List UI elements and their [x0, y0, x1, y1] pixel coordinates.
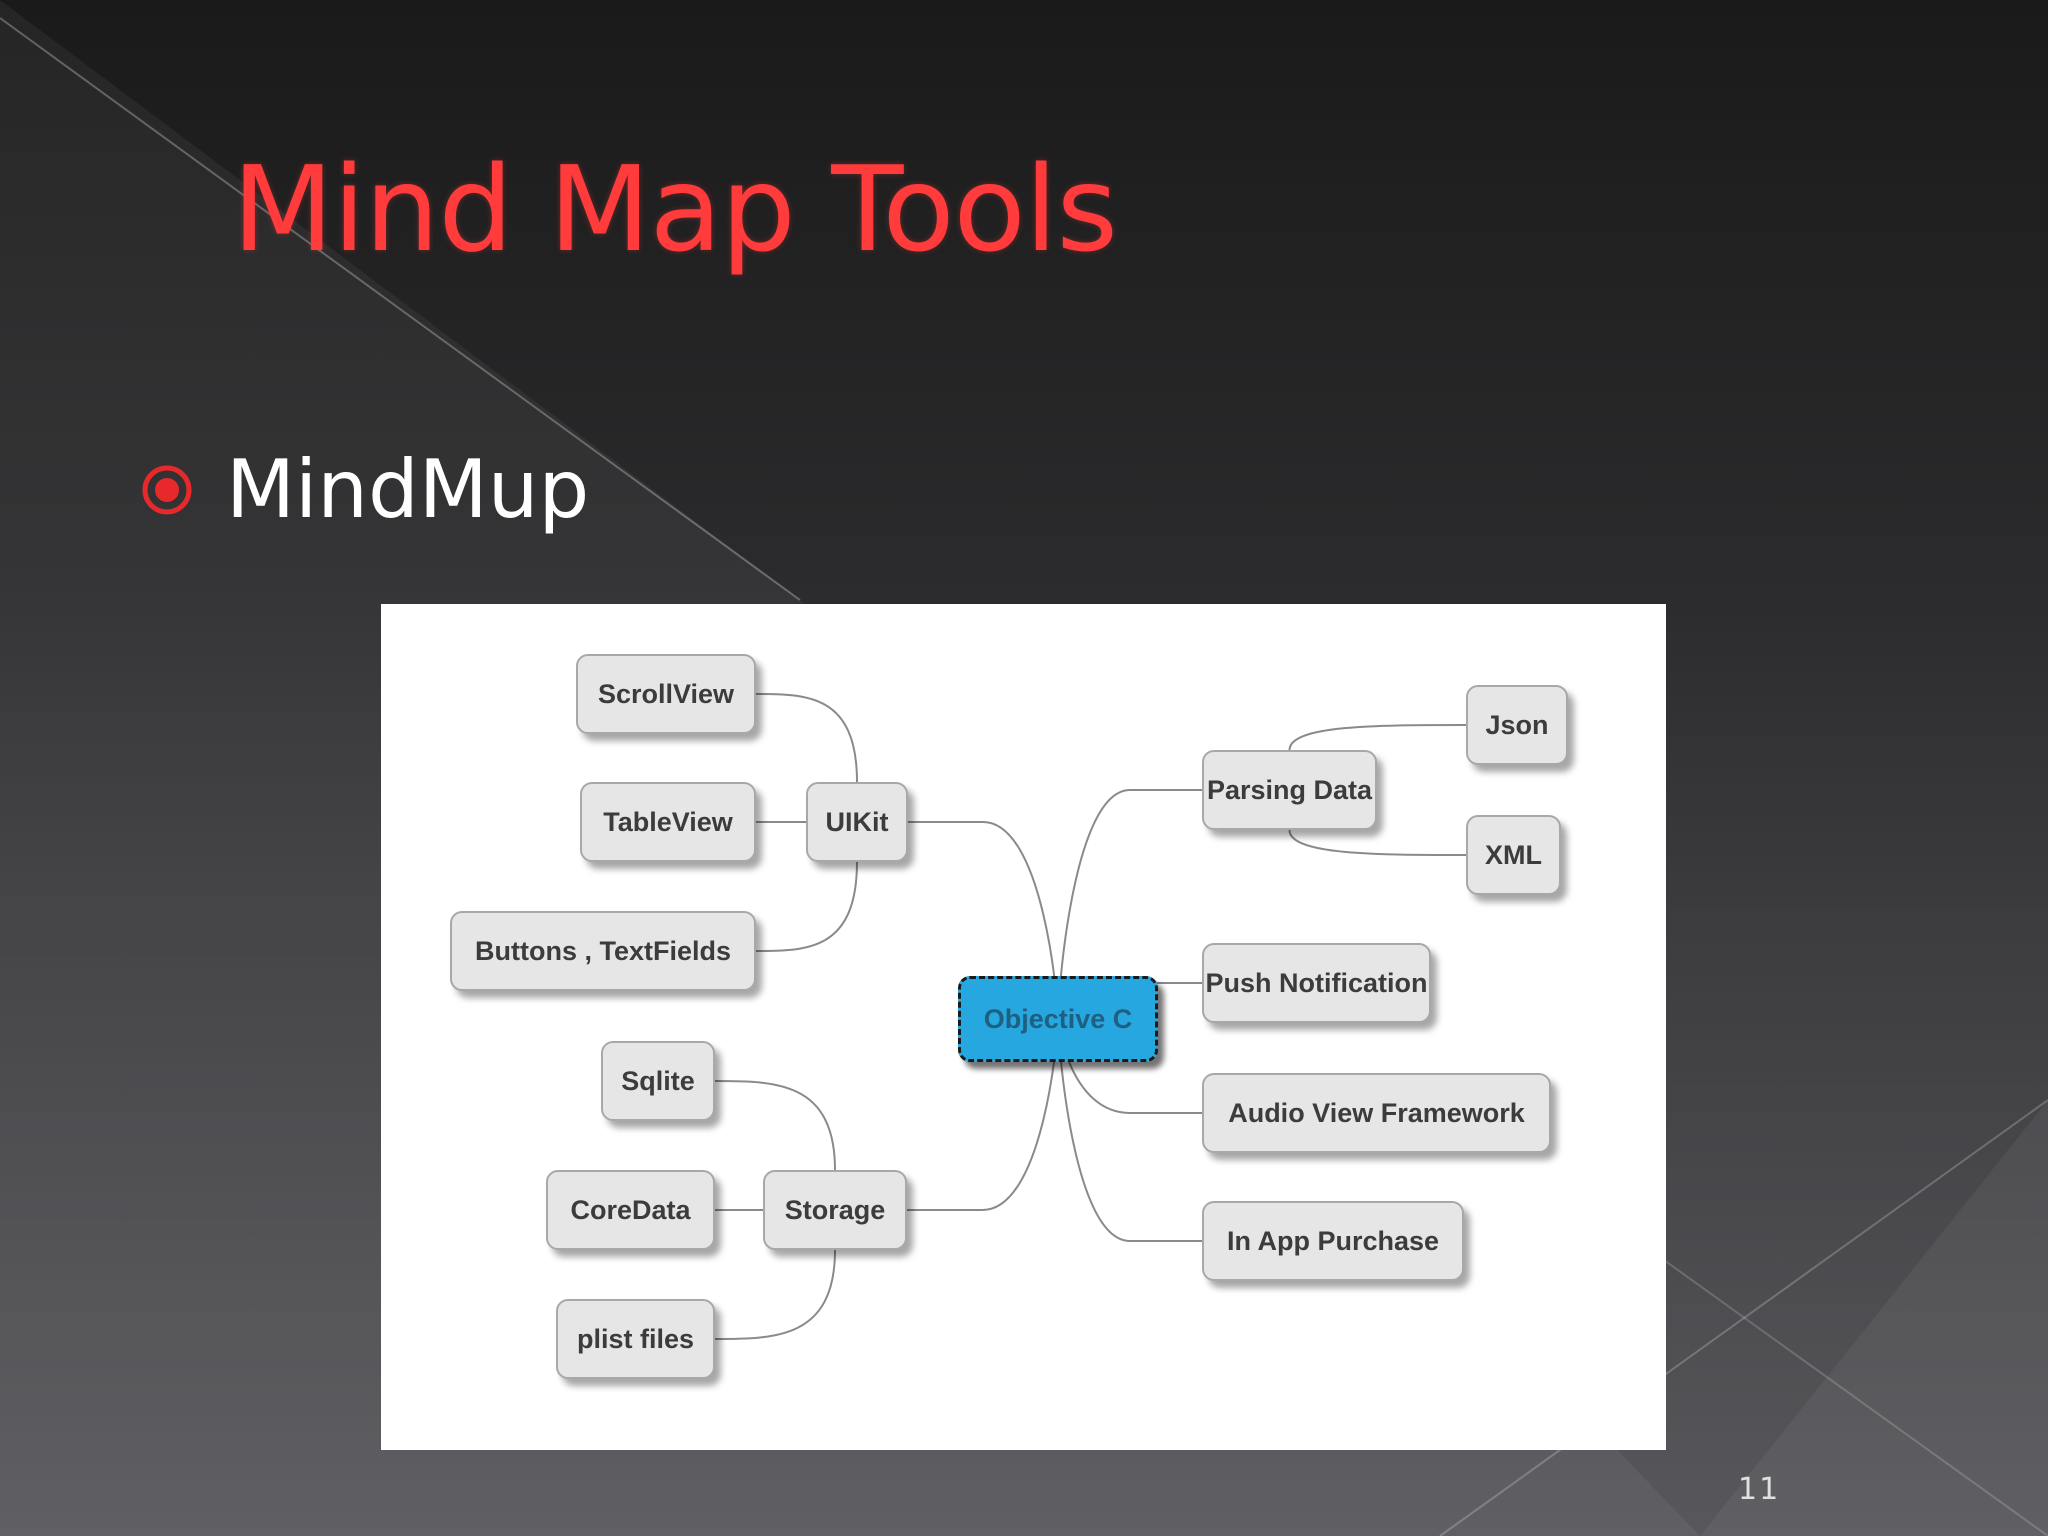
- mindmap-node-in-app-purchase: In App Purchase: [1202, 1201, 1464, 1281]
- radio-bullet-icon: [142, 465, 192, 515]
- mindmap-node-buttons-textfields: Buttons , TextFields: [450, 911, 756, 991]
- mindmap-node-plist-files: plist files: [556, 1299, 715, 1379]
- mindmap-node-push-notification: Push Notification: [1202, 943, 1431, 1023]
- mindmap-node-uikit: UIKit: [806, 782, 908, 862]
- page-number: 11: [1738, 1472, 1781, 1507]
- mindmap-node-audio-view-framework: Audio View Framework: [1202, 1073, 1551, 1153]
- mindmap-node-xml: XML: [1466, 815, 1561, 895]
- mindmap-node-scrollview: ScrollView: [576, 654, 756, 734]
- connector-uikit-to-scrollview: [755, 693, 858, 783]
- connector-parsing-data-to-xml: [1288, 829, 1467, 856]
- connector-storage-to-plist-files: [714, 1249, 836, 1340]
- connector-parsing-data-to-json: [1288, 724, 1467, 751]
- mindmap-node-objective-c: Objective C: [958, 976, 1158, 1062]
- bullet-item: MindMup: [140, 440, 589, 540]
- connector-uikit-to-buttons-textfields: [755, 861, 858, 952]
- mindmap-node-storage: Storage: [763, 1170, 907, 1250]
- mindmap-node-sqlite: Sqlite: [601, 1041, 715, 1121]
- connector-storage-to-sqlite: [714, 1080, 836, 1171]
- bullet-text: MindMup: [226, 443, 590, 536]
- mindmap-node-json: Json: [1466, 685, 1568, 765]
- mindmap-node-tableview: TableView: [580, 782, 756, 862]
- mindmap-node-coredata: CoreData: [546, 1170, 715, 1250]
- mindmap-node-parsing-data: Parsing Data: [1202, 750, 1377, 830]
- slide-title: Mind Map Tools: [232, 140, 1118, 278]
